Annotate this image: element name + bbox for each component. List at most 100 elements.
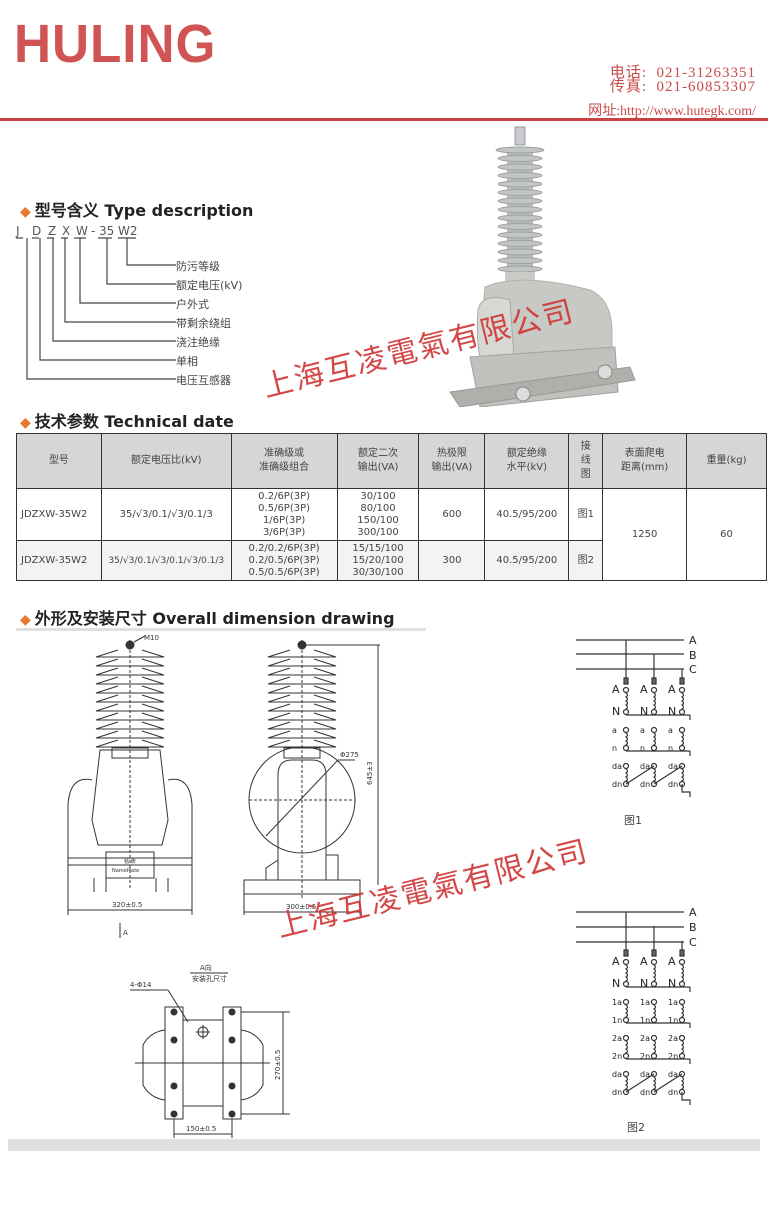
phase-label: C (689, 936, 697, 949)
figure-caption: 图1 (624, 814, 642, 827)
cell-weight: 60 (686, 488, 767, 581)
terminal (622, 1016, 630, 1024)
meaning-label: 额定电压(kV) (176, 279, 243, 292)
winding-label: da (640, 1070, 650, 1079)
coil (624, 964, 629, 982)
winding-label: 1n (668, 1016, 678, 1025)
spacing-y-dimension: 270±0.5 (274, 1050, 282, 1080)
terminal (622, 726, 630, 734)
winding-label: A (640, 683, 648, 696)
front-view-drawing: M10 铭 牌 NamePlate 320±0.5 A (67, 634, 193, 938)
view-arrow-label: A (123, 929, 128, 937)
shed (497, 214, 543, 222)
cell-thermal-limit: 600 (418, 488, 486, 541)
terminal (650, 958, 658, 966)
winding-label: A (668, 955, 676, 968)
winding-label: 1n (612, 1016, 622, 1025)
winding-label: A (668, 683, 676, 696)
mounting-hole-drawing: A向 安装孔尺寸 4-Φ14 270±0.5 150±0.5 (130, 963, 290, 1138)
cell-model: JDZXW-35W2 (16, 540, 102, 581)
terminal (650, 686, 658, 694)
winding-label: 1a (612, 998, 622, 1007)
section-title-text: 技术参数 Technical date (34, 412, 234, 431)
height-dimension: 645±3 (366, 761, 374, 785)
ground-lead (681, 784, 691, 797)
technical-title: ◆技术参数 Technical date (20, 408, 234, 432)
shed (497, 223, 543, 230)
winding-label: da (668, 762, 678, 771)
table-row: JDZXW-35W2 35/√3/0.1/√3/0.1/3 0.2/6P(3P)… (16, 488, 767, 581)
col-header: 额定电压比(kV) (100, 433, 232, 489)
shed (497, 248, 543, 256)
delta-link (625, 765, 655, 785)
insulator-sheds (495, 146, 545, 275)
terminal (678, 998, 686, 1006)
diamond-bullet-icon: ◆ (20, 204, 31, 220)
code-letter: X (62, 224, 70, 238)
winding-label: dn (640, 1088, 650, 1097)
winding-label: dn (668, 1088, 678, 1097)
shed (497, 257, 543, 264)
terminal (622, 998, 630, 1006)
shed (95, 676, 165, 685)
website-link[interactable]: http://www.hutegk.com/ (620, 104, 756, 119)
section-divider (16, 628, 426, 631)
code-letter: J (15, 224, 20, 238)
phone-number: 021-31263351 (656, 65, 756, 81)
terminal (622, 1052, 630, 1060)
winding-label: n (612, 744, 617, 753)
wiring-diagram-2: A B C AN1a1n2a2ndadnAN1a1n2a2ndadnAN1a1n… (576, 906, 697, 1134)
winding-label: dn (612, 780, 622, 789)
fuse (679, 949, 685, 957)
winding-label: dn (668, 780, 678, 789)
terminal (678, 1034, 686, 1042)
fuse (623, 677, 629, 685)
winding-label: 2n (640, 1052, 650, 1061)
view-subtitle: 安装孔尺寸 (192, 974, 227, 983)
winding-label: N (640, 977, 648, 990)
diamond-bullet-icon: ◆ (20, 415, 31, 431)
technical-table: 型号 额定电压比(kV) 准确级或 准确级组合 额定二次 输出(VA) 热极限 … (16, 433, 767, 581)
delta-link (653, 1073, 683, 1093)
winding-label: 2a (612, 1034, 622, 1043)
terminal (678, 744, 686, 752)
code-leader-lines (16, 237, 176, 380)
meaning-label: 户外式 (176, 298, 209, 311)
cell-wiring: 图1 (568, 488, 604, 541)
phase-label: C (689, 663, 697, 676)
code-letter: D (32, 224, 41, 238)
type-description-title: ◆型号含义 Type description (20, 197, 253, 221)
code-letter: Z (48, 224, 56, 238)
terminal (678, 958, 686, 966)
cell-voltage-ratio: 35/√3/0.1/√3/0.1/3 (100, 488, 232, 541)
terminal (650, 998, 658, 1006)
fuse (623, 949, 629, 957)
terminal (622, 686, 630, 694)
col-header: 重量(kg) (686, 433, 767, 489)
width-dimension: 300±0.5 (286, 903, 316, 911)
winding-label: N (640, 705, 648, 718)
winding-label: 1n (640, 1016, 650, 1025)
terminal (650, 1034, 658, 1042)
phase-label: B (689, 921, 697, 934)
shed (497, 172, 543, 179)
meaning-label: 浇注绝缘 (176, 336, 220, 349)
meaning-label: 防污等级 (176, 260, 220, 273)
winding-label: N (668, 977, 676, 990)
winding-label: n (668, 744, 673, 753)
holes-label: 4-Φ14 (130, 981, 152, 989)
terminal-label: M10 (144, 634, 159, 642)
cell-insulation: 40.5/95/200 (484, 488, 570, 541)
coil (624, 692, 629, 710)
website-row: 网址:http://www.hutegk.com/ (588, 100, 756, 120)
fuse (651, 949, 657, 957)
dimension-title: ◆外形及安装尺寸 Overall dimension drawing (20, 605, 395, 629)
cell-insulation: 40.5/95/200 (484, 540, 570, 581)
fax-row: 传真: 021-60853307 (609, 79, 756, 95)
fax-label: 传真: (609, 79, 647, 95)
website-label: 网址: (588, 104, 621, 119)
terminal (622, 958, 630, 966)
header-divider (0, 118, 768, 121)
